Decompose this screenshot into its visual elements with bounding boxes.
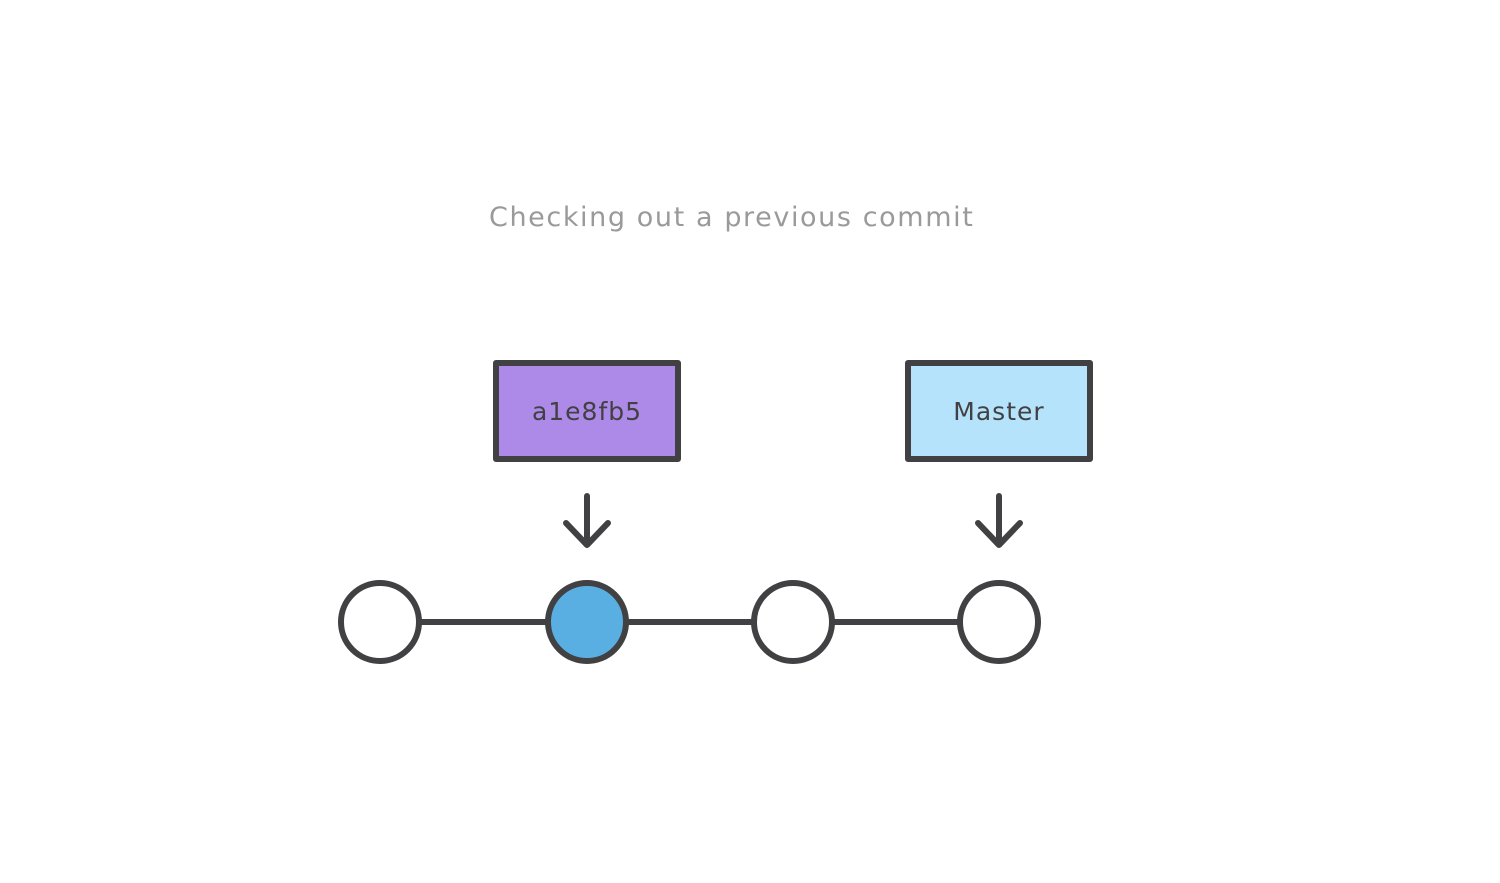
detached-head-arrow-icon [563, 493, 611, 548]
diagram-caption: Checking out a previous commit [489, 202, 975, 233]
checked-out-commit-node [545, 580, 629, 664]
commit-node [338, 580, 422, 664]
commit-node [751, 580, 835, 664]
commit-node [957, 580, 1041, 664]
master-arrow-icon [975, 493, 1023, 548]
master-branch-ref-box: Master [905, 360, 1093, 462]
detached-head-ref-box: a1e8fb5 [493, 360, 681, 462]
